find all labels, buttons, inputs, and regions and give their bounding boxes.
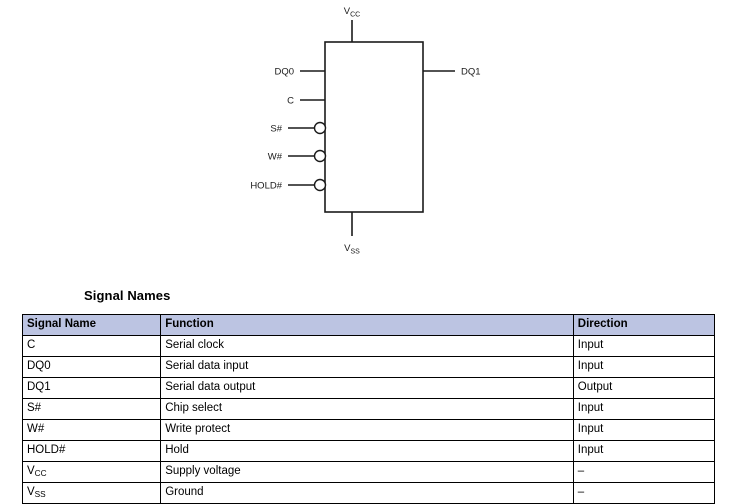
cell-function: Supply voltage — [160, 461, 574, 483]
cell-signal-name: DQ1 — [21, 377, 162, 399]
pin-label-dq0: DQ0 — [274, 67, 294, 78]
cell-direction: – — [572, 482, 716, 504]
pin-label-c: C — [287, 96, 294, 107]
inversion-bubble-icon-hold — [313, 178, 327, 192]
cell-direction: – — [572, 461, 716, 483]
cell-direction: Input — [572, 356, 716, 378]
cell-signal-name: VSS — [21, 482, 162, 504]
cell-direction: Output — [572, 377, 716, 399]
logic-symbol-diagram: VCC VSS DQ0 C S# W# HOLD# DQ1 — [250, 6, 481, 256]
cell-function: Hold — [160, 440, 574, 462]
cell-function: Chip select — [160, 398, 574, 420]
cell-function: Serial data input — [160, 356, 574, 378]
cell-function: Write protect — [160, 419, 574, 441]
pin-label-hold: HOLD# — [250, 181, 282, 192]
cell-direction: Input — [572, 398, 716, 420]
signal-names-heading: Signal Names — [84, 288, 171, 303]
cell-signal-name: VCC — [21, 461, 162, 483]
cell-signal-name: HOLD# — [21, 440, 162, 462]
cell-direction: Input — [572, 419, 716, 441]
pin-label-dq1: DQ1 — [461, 67, 481, 78]
vcc-pin-label: VCC — [344, 6, 360, 19]
table-header-row: Signal Name Function Direction — [21, 314, 716, 336]
cell-signal-name: C — [21, 335, 162, 357]
cell-signal-name: S# — [21, 398, 162, 420]
column-header-direction: Direction — [572, 314, 716, 336]
inversion-bubble-icon-s — [313, 121, 327, 135]
inversion-bubble-icon-w — [313, 149, 327, 163]
chip-body-rect — [324, 41, 424, 213]
cell-signal-name: W# — [21, 419, 162, 441]
vss-pin-label: VSS — [344, 243, 360, 256]
pin-label-w: W# — [268, 152, 283, 163]
cell-direction: Input — [572, 440, 716, 462]
cell-function: Ground — [160, 482, 574, 504]
column-header-signal-name: Signal Name — [21, 314, 162, 336]
pin-label-s: S# — [270, 124, 282, 135]
cell-signal-name: DQ0 — [21, 356, 162, 378]
cell-direction: Input — [572, 335, 716, 357]
cell-function: Serial clock — [160, 335, 574, 357]
column-header-function: Function — [160, 314, 574, 336]
cell-function: Serial data output — [160, 377, 574, 399]
